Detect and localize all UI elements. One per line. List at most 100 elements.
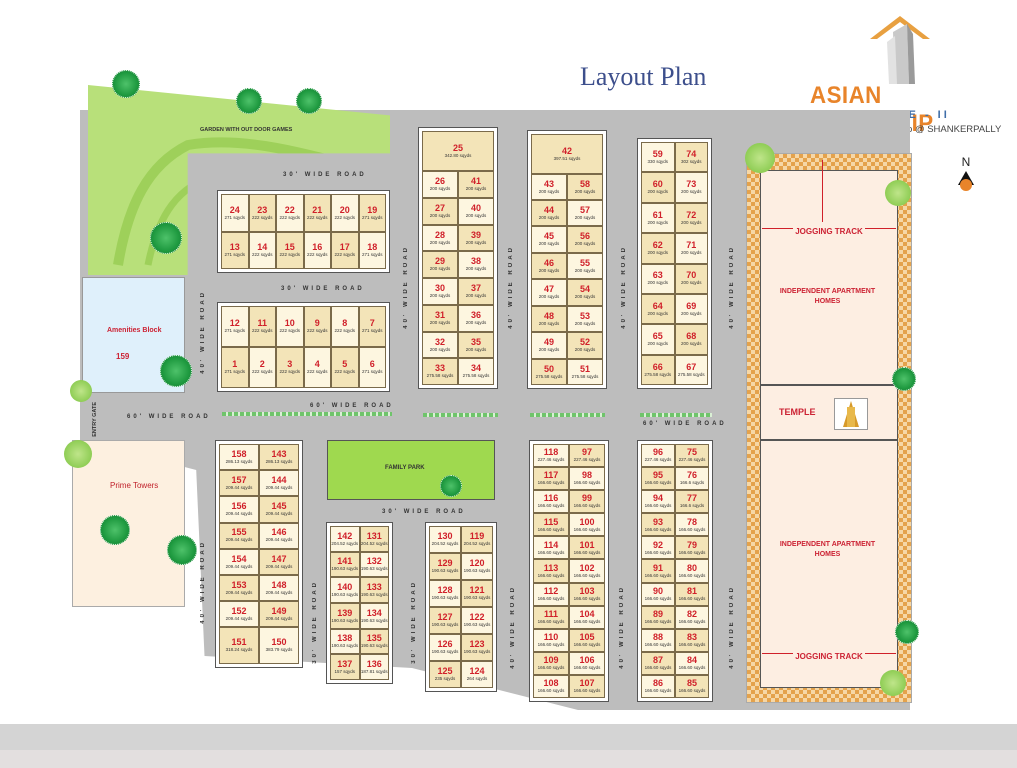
entry-gate-label[interactable]: ENTRY GATE — [92, 402, 98, 437]
